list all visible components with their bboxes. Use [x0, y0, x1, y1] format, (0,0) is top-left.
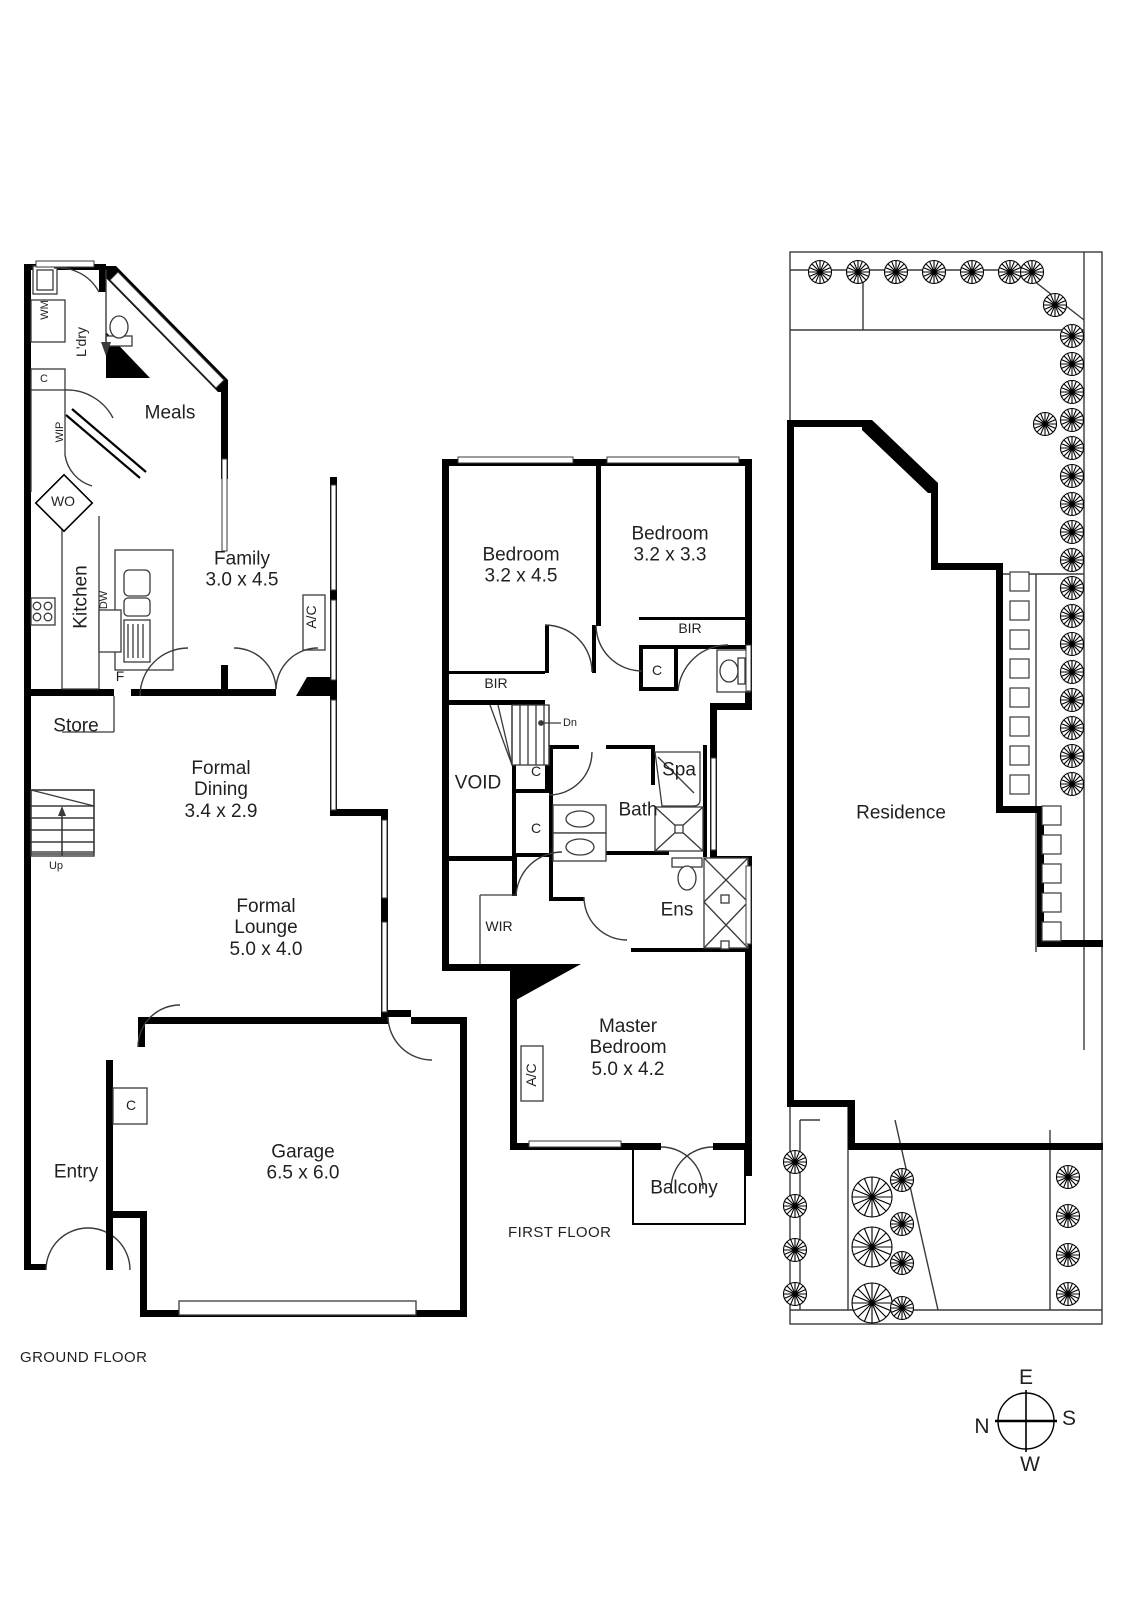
balcony-outline [632, 1150, 746, 1225]
ground-room-label-wip-3: WIP [53, 421, 66, 443]
first-room-label-balcony-15: Balcony [650, 1177, 718, 1199]
first-room-label-bedroom-0: Bedroom 3.2 x 4.5 [482, 544, 560, 587]
ground-room-label-meals-5: Meals [144, 402, 196, 424]
first-room-label-c-8: C [530, 820, 542, 837]
first-room-label-master-bedroom-14: Master Bedroom 5.0 x 4.2 [589, 1016, 667, 1080]
first-door-swings [515, 624, 729, 1190]
first-room-label-spa-9: Spa [662, 759, 696, 781]
ground-windows [35, 260, 388, 1013]
residence-footprint [787, 420, 1103, 1150]
ground-floor-caption: GROUND FLOOR [20, 1349, 148, 1366]
first-floor-plan [442, 456, 752, 1225]
first-room-label-ens-12: Ens [660, 899, 694, 921]
ground-door-swings [45, 267, 433, 1271]
ground-stairs [30, 789, 95, 857]
ground-room-label-a-c-9: A/C [303, 605, 320, 629]
first-room-label-void-6: VOID [454, 772, 502, 794]
ground-interior-joinery [30, 265, 417, 1316]
ground-room-label-formal-dining-13: Formal Dining 3.4 x 2.9 [184, 758, 258, 822]
entry-wall [106, 1216, 113, 1270]
first-interior-walls [449, 466, 752, 952]
ground-room-label-f-10: F [115, 668, 125, 685]
ground-room-label-kitchen-6: Kitchen [70, 565, 92, 629]
ground-room-label-c-2: C [40, 372, 48, 385]
first-room-label-a-c-13: A/C [523, 1063, 540, 1087]
first-floor-caption: FIRST FLOOR [508, 1224, 612, 1241]
ground-room-label-up-12: Up [48, 859, 64, 872]
wall-oven-symbol [34, 473, 94, 533]
ground-room-label-entry-16: Entry [53, 1161, 99, 1183]
first-room-label-wir-11: WIR [485, 918, 513, 935]
first-room-label-dn-5: Dn [562, 716, 578, 729]
ground-room-label-c-15: C [125, 1097, 137, 1114]
site-plan-residence-label: Residence [856, 802, 946, 824]
ground-room-label-family-8: Family 3.0 x 4.5 [205, 548, 279, 591]
first-windows [457, 456, 752, 1148]
first-room-label-c-4: C [651, 662, 663, 679]
compass-rose [995, 1390, 1057, 1452]
compass-label-right: S [1061, 1407, 1077, 1431]
ground-room-label-formal-lounge-14: Formal Lounge 5.0 x 4.0 [229, 896, 303, 960]
ground-room-label-dw-7: DW [97, 590, 110, 610]
first-room-label-bath-10: Bath [618, 799, 658, 821]
compass-label-bottom: W [1020, 1453, 1040, 1477]
ground-floor-plan [24, 260, 467, 1317]
first-room-label-bir-3: BIR [678, 620, 702, 637]
first-stairs-down [489, 704, 561, 766]
first-room-label-c-7: C [530, 763, 542, 780]
ground-room-label-wm-0: WM [38, 300, 51, 320]
ground-room-label-store-11: Store [53, 715, 99, 737]
ground-room-label-wo-4: WO [50, 493, 76, 510]
first-room-label-bedroom-1: Bedroom 3.2 x 3.3 [631, 523, 709, 566]
ground-room-label-l-dry-1: L'dry [73, 327, 90, 357]
compass-label-left: N [974, 1415, 990, 1439]
first-room-label-bir-2: BIR [484, 675, 508, 692]
paving-squares [1009, 571, 1062, 942]
ground-room-label-garage-17: Garage 6.5 x 6.0 [266, 1141, 340, 1184]
compass-label-top: E [1018, 1366, 1034, 1390]
site-plan [782, 251, 1103, 1325]
first-fixtures [479, 649, 751, 1102]
